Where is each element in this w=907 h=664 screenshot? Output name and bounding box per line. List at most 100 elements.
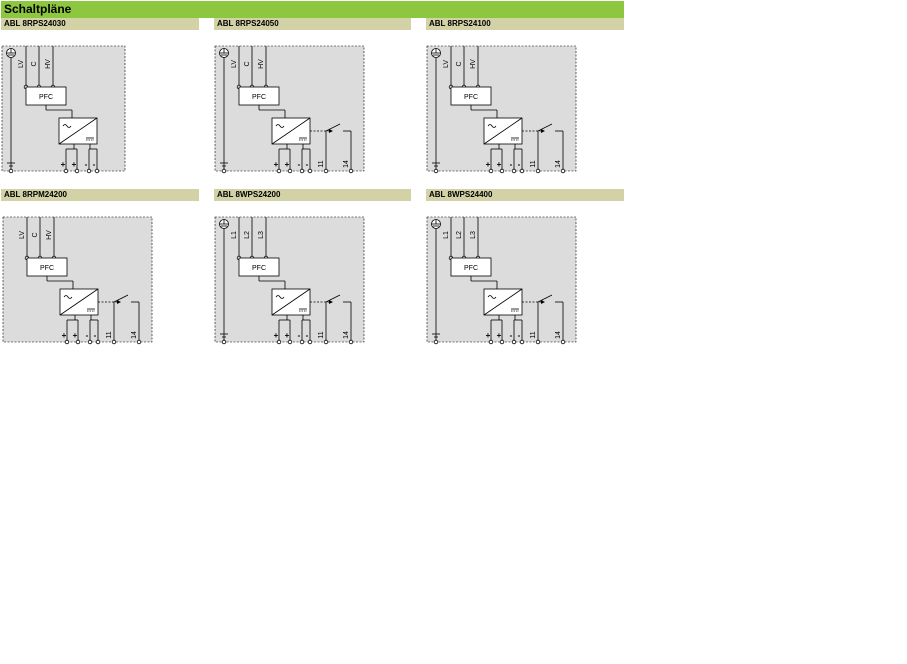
output-label: - (298, 331, 301, 340)
relay-contact-icon (522, 294, 564, 342)
relay-label: 11 (530, 160, 537, 167)
output-terminal (299, 339, 305, 345)
output-label: + (274, 160, 279, 169)
relay-terminal (348, 168, 354, 174)
output-terminal (64, 339, 70, 345)
relay-contact-icon (98, 294, 140, 342)
relay-terminal (560, 168, 566, 174)
output-terminal (488, 339, 494, 345)
output-terminal (499, 168, 505, 174)
output-label: + (497, 160, 502, 169)
output-terminal (276, 339, 282, 345)
output-terminal (307, 168, 313, 174)
relay-terminal (560, 339, 566, 345)
output-label: - (93, 160, 96, 169)
output-terminal (307, 339, 313, 345)
input-label: LV (19, 231, 26, 239)
relay-terminal (111, 339, 117, 345)
pfc-label: PFC (40, 265, 54, 272)
relay-terminal (535, 339, 541, 345)
input-label: L3 (470, 231, 477, 239)
output-label: - (510, 160, 513, 169)
output-terminal (75, 339, 81, 345)
output-terminal (511, 339, 517, 345)
pfc-label: PFC (464, 265, 478, 272)
ac-dc-converter-icon (59, 288, 99, 316)
output-label: + (61, 160, 66, 169)
output-label: - (306, 331, 309, 340)
output-terminal (287, 339, 293, 345)
earth-terminal (433, 339, 439, 345)
relay-label: 14 (555, 160, 562, 168)
output-terminal (511, 168, 517, 174)
relay-label: 14 (555, 331, 562, 339)
input-label: C (31, 61, 38, 66)
output-terminal (499, 339, 505, 345)
input-label: C (244, 61, 251, 66)
output-label: + (285, 331, 290, 340)
output-label: + (62, 331, 67, 340)
output-label: + (486, 331, 491, 340)
pfc-label: PFC (39, 94, 53, 101)
relay-label: 14 (343, 331, 350, 339)
output-terminal (519, 168, 525, 174)
relay-contact-icon (310, 294, 352, 342)
input-label: L1 (231, 231, 238, 239)
output-label: - (510, 331, 513, 340)
relay-label: 14 (131, 331, 138, 339)
input-label: C (456, 61, 463, 66)
diagram-panel (426, 45, 577, 172)
output-label: + (73, 331, 78, 340)
input-label: HV (45, 59, 52, 69)
relay-label: 11 (318, 160, 325, 167)
input-label: L2 (244, 231, 251, 239)
model-header: ABL 8WPS24200 (214, 189, 411, 201)
output-terminal (287, 168, 293, 174)
relay-label: 11 (530, 331, 537, 338)
ac-dc-converter-icon (58, 117, 98, 145)
input-label: L1 (443, 231, 450, 239)
model-header: ABL 8WPS24400 (426, 189, 624, 201)
relay-terminal (535, 168, 541, 174)
ac-dc-converter-icon (271, 117, 311, 145)
output-terminal (94, 168, 100, 174)
output-terminal (299, 168, 305, 174)
output-label: + (486, 160, 491, 169)
input-label: LV (231, 60, 238, 68)
output-label: - (94, 331, 97, 340)
output-label: - (306, 160, 309, 169)
output-label: + (274, 331, 279, 340)
output-label: - (298, 160, 301, 169)
protective-earth-icon (219, 48, 229, 58)
output-terminal (74, 168, 80, 174)
ac-dc-converter-icon (483, 288, 523, 316)
output-terminal (519, 339, 525, 345)
page-title: Schaltpläne (1, 1, 624, 18)
input-label: HV (258, 59, 265, 69)
input-label: LV (18, 60, 25, 68)
earth-terminal (433, 168, 439, 174)
ac-dc-converter-icon (271, 288, 311, 316)
protective-earth-icon (219, 219, 229, 229)
relay-terminal (323, 339, 329, 345)
output-label: - (86, 331, 89, 340)
diagram-panel (1, 45, 126, 172)
input-label: L3 (258, 231, 265, 239)
diagram-panel (426, 216, 577, 343)
protective-earth-icon (6, 48, 16, 58)
relay-label: 14 (343, 160, 350, 168)
diagram-panel (214, 45, 365, 172)
output-label: + (72, 160, 77, 169)
earth-terminal (221, 168, 227, 174)
input-label: L2 (456, 231, 463, 239)
protective-earth-icon (431, 48, 441, 58)
output-label: + (285, 160, 290, 169)
output-terminal (87, 339, 93, 345)
earth-terminal (221, 339, 227, 345)
relay-contact-icon (310, 123, 352, 171)
